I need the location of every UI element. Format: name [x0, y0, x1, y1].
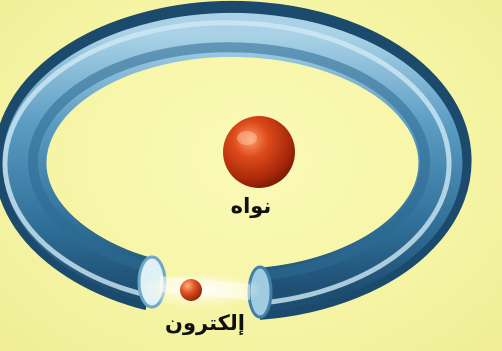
nucleus-shine: [237, 131, 257, 145]
electron-label: إلكترون: [150, 313, 260, 334]
nucleus: [223, 116, 295, 188]
electron: [180, 279, 202, 301]
nucleus-label: نواه: [210, 196, 292, 217]
